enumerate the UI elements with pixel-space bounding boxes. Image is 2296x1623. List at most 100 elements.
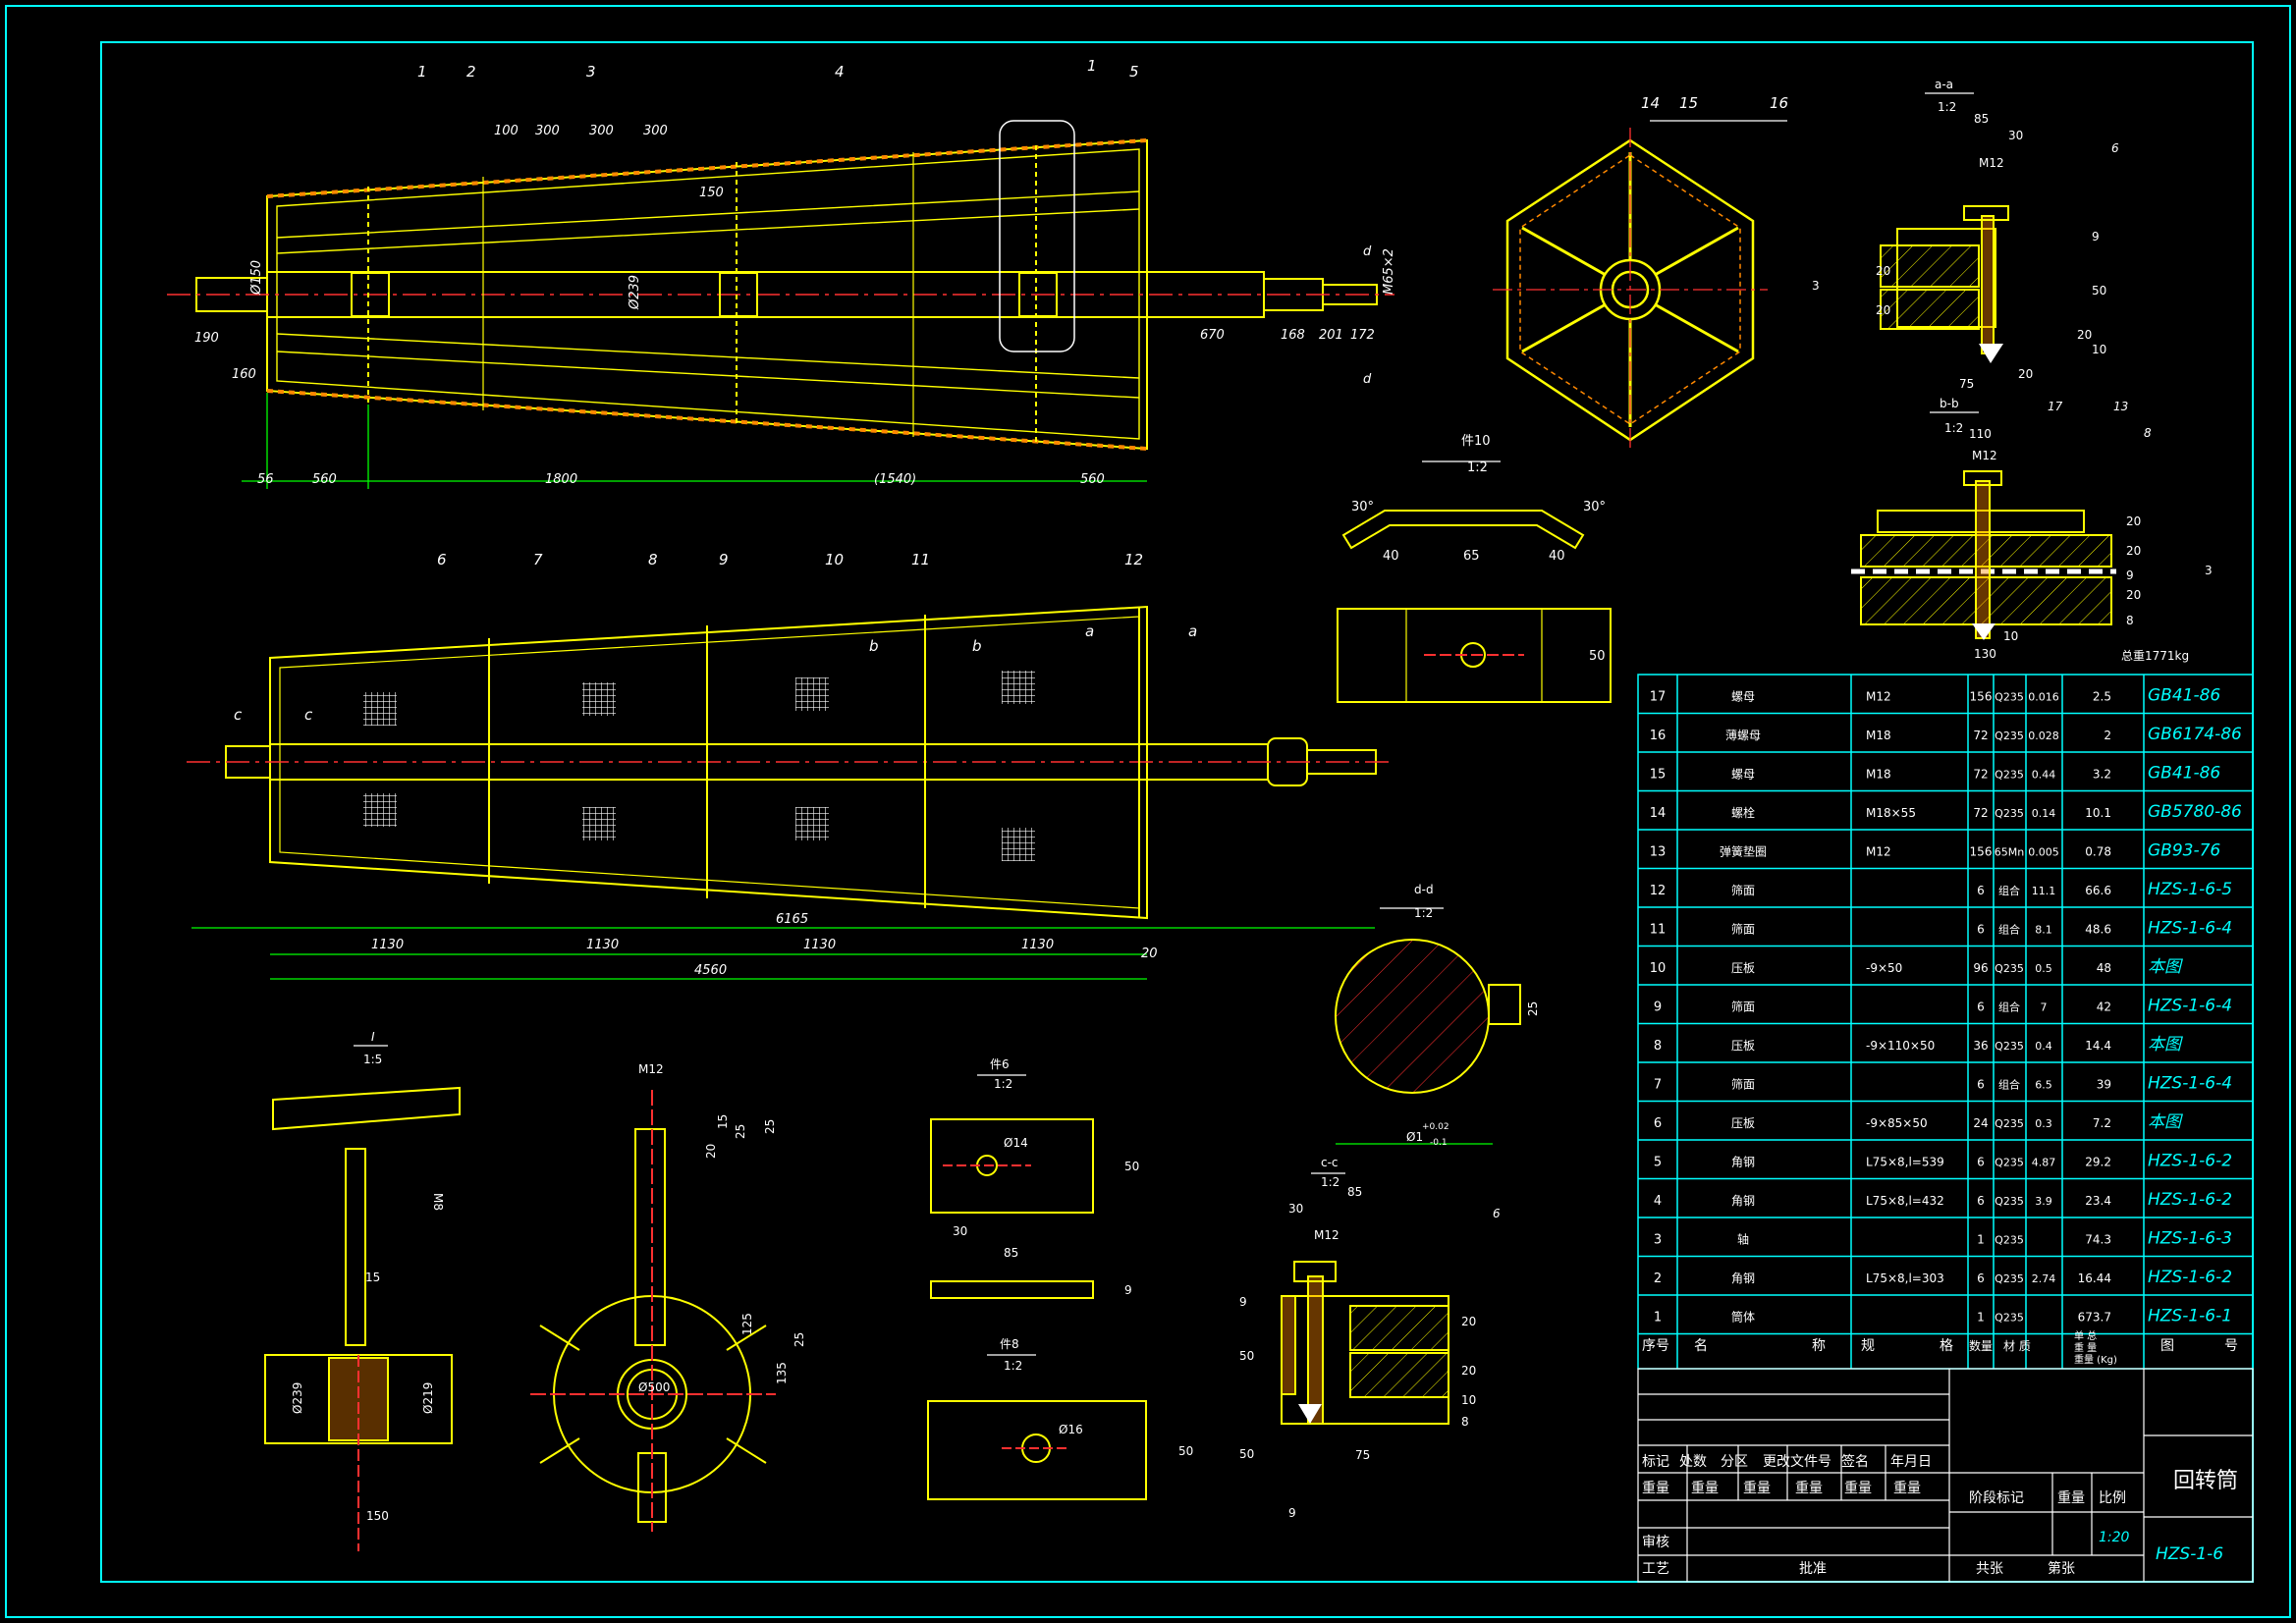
view-title: 件8 xyxy=(1000,1337,1019,1351)
rev-label: 分区 xyxy=(1721,1454,1748,1470)
dim-text: 50 xyxy=(1589,649,1606,664)
stage-label: 阶段标记 xyxy=(1969,1490,2024,1506)
bom-cell-spec: M12 xyxy=(1866,690,1891,704)
bom-cell-code: HZS-1-6-4 xyxy=(2148,1074,2232,1094)
mesh-panel xyxy=(1002,828,1035,861)
dim-text: 40 xyxy=(1549,549,1565,564)
dim-text: 300 xyxy=(589,124,614,138)
dim-text: 20 xyxy=(2126,588,2141,602)
bom-cell-qty: 1 xyxy=(1977,1233,1985,1247)
bom-cell-name: 角钢 xyxy=(1731,1271,1755,1285)
dim-text: 20 xyxy=(704,1144,718,1159)
dim-text: 20 xyxy=(1876,264,1890,278)
balloon: 12 xyxy=(1124,551,1143,568)
mesh-panel xyxy=(1002,671,1035,704)
bom-cell-mat: Q235 xyxy=(1995,1157,2024,1169)
dim-text: 15 xyxy=(365,1271,380,1284)
bom-cell-spec: M18 xyxy=(1866,768,1891,782)
section-mark: a xyxy=(1085,622,1094,640)
dim-text: (1540) xyxy=(874,472,916,487)
dim-text: 168 xyxy=(1281,328,1305,343)
bom-header-code: 图 xyxy=(2160,1338,2174,1354)
dim-text: 25 xyxy=(763,1119,777,1134)
section-mark: b xyxy=(972,637,982,655)
bom-cell-qty: 156 xyxy=(1970,690,1993,704)
bom-cell-spec: M18 xyxy=(1866,729,1891,742)
dim-text: 20 xyxy=(2077,328,2092,342)
bom-cell-total: 42 xyxy=(2097,1001,2111,1014)
section-mark: c xyxy=(304,706,313,724)
mesh-panel xyxy=(582,682,616,716)
dim-text: 135 xyxy=(775,1362,789,1384)
bom-cell-code: 本图 xyxy=(2148,1035,2183,1055)
bom-cell-qty: 6 xyxy=(1977,1194,1985,1208)
balloon: 6 xyxy=(437,551,447,568)
dim-text: 201 xyxy=(1319,328,1343,343)
dim-text: 100 xyxy=(494,124,519,138)
section-bb xyxy=(1851,411,2116,640)
bom-header-mat: 材 质 xyxy=(2003,1339,2031,1353)
bom-cell-no: 7 xyxy=(1654,1078,1662,1093)
bom-cell-unit: 0.5 xyxy=(2035,962,2052,975)
view-scale: 1:2 xyxy=(1944,421,1963,435)
bom-cell-qty: 24 xyxy=(1973,1116,1988,1130)
dim-text: M8 xyxy=(431,1193,445,1211)
bom-cell-total: 2.5 xyxy=(2093,690,2111,704)
dim-text: 110 xyxy=(1969,427,1992,441)
bom-cell-qty: 72 xyxy=(1973,729,1988,742)
view-title: a-a xyxy=(1935,78,1953,91)
bom-cell-total: 23.4 xyxy=(2085,1194,2111,1208)
bom-cell-mat: Q235 xyxy=(1995,730,2024,742)
bom-cell-total: 3.2 xyxy=(2093,768,2111,782)
main-view xyxy=(167,120,1394,489)
weight-label: 重量 xyxy=(1844,1481,1872,1496)
bom-cell-no: 8 xyxy=(1654,1039,1662,1054)
dim-text: 30 xyxy=(1288,1202,1303,1216)
bom-cell-no: 9 xyxy=(1654,1001,1662,1015)
view-title: c-c xyxy=(1321,1156,1339,1169)
dim-text: 15 xyxy=(716,1114,730,1129)
bom-cell-code: GB41-86 xyxy=(2148,686,2220,706)
balloon: 8 xyxy=(648,551,658,568)
bom-cell-no: 6 xyxy=(1654,1116,1662,1131)
bom-cell-no: 16 xyxy=(1650,729,1667,743)
bom-cell-code: GB41-86 xyxy=(2148,764,2220,784)
bom-cell-code: HZS-1-6-2 xyxy=(2148,1190,2232,1210)
weight-label: 重量 xyxy=(1795,1481,1823,1496)
bom-cell-code: HZS-1-6-5 xyxy=(2148,880,2232,899)
bom-cell-mat: Q235 xyxy=(1995,691,2024,704)
bom-cell-total: 2 xyxy=(2104,729,2111,742)
bom-cell-name: 角钢 xyxy=(1731,1194,1755,1208)
bom-cell-mat: Q235 xyxy=(1995,769,2024,782)
bom-cell-name: 弹簧垫圈 xyxy=(1720,844,1767,859)
dim-text: 50 xyxy=(1239,1349,1254,1363)
balloon: 6 xyxy=(1493,1207,1501,1220)
dim-text: 10 xyxy=(1461,1393,1476,1407)
balloon: 17 xyxy=(2048,400,2063,413)
dim-text: Ø239 xyxy=(628,275,642,310)
bom-cell-code: GB5780-86 xyxy=(2148,802,2242,822)
detail-hub xyxy=(530,1090,776,1532)
bom-cell-no: 11 xyxy=(1650,923,1667,938)
bom-cell-unit: 3.9 xyxy=(2035,1195,2052,1208)
bom-cell-unit: 11.1 xyxy=(2032,885,2056,897)
dim-text: 10 xyxy=(2092,343,2106,356)
bom-cell-spec: M18×55 xyxy=(1866,806,1916,820)
dim-text: 30° xyxy=(1351,500,1374,514)
dim-text: 65 xyxy=(1463,549,1480,564)
bom-cell-unit: 6.5 xyxy=(2035,1079,2052,1092)
bom-cell-qty: 72 xyxy=(1973,768,1988,782)
dim-text: M12 xyxy=(1972,449,1997,462)
balloon: 3 xyxy=(586,63,596,81)
dim-text: -0.1 xyxy=(1430,1138,1448,1148)
bom-cell-name: 螺栓 xyxy=(1731,805,1755,820)
dim-text: 20 xyxy=(2126,514,2141,528)
plan-view xyxy=(187,605,1394,980)
